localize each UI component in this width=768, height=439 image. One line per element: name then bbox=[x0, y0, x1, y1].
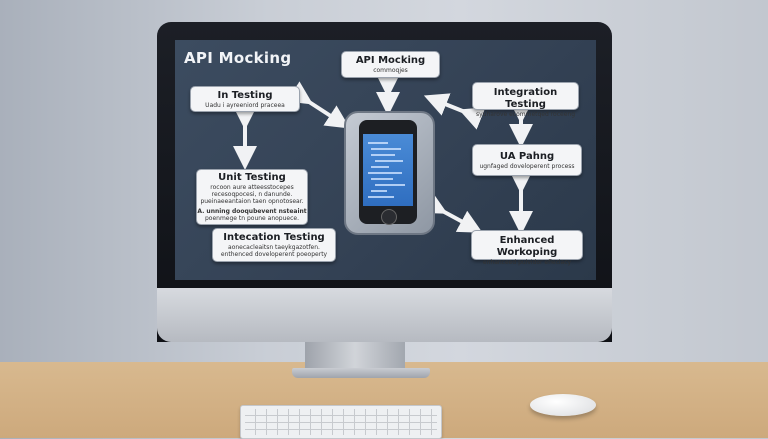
box-heading: Enhanced Workoping bbox=[496, 235, 558, 258]
code-line bbox=[371, 166, 389, 168]
code-line bbox=[368, 142, 388, 144]
code-line bbox=[375, 160, 403, 162]
code-line bbox=[375, 184, 405, 186]
interaction-testing-box: Intecation Testing aonecacleaitsn taeykg… bbox=[212, 228, 336, 262]
keyboard-keys bbox=[245, 409, 437, 435]
box-line: pueinaeeantaion taen opnotosear. bbox=[200, 198, 304, 205]
box-sub: aonecacleaitsn taeykgazotfen. bbox=[228, 244, 320, 251]
code-line bbox=[371, 190, 387, 192]
diagram-arrows bbox=[233, 74, 533, 235]
home-button-icon bbox=[381, 209, 397, 225]
in-testing-box: In Testing Uadu i ayreeniord praceea bbox=[190, 86, 300, 112]
code-line bbox=[371, 154, 395, 156]
ua-pahng-box: UA Pahng ugnfaged doveloperent process bbox=[472, 144, 582, 176]
box-sub: ugnfaged doveloperent process bbox=[479, 163, 575, 170]
box-line: recesoqpocesi, n danunde. bbox=[211, 191, 293, 198]
arrow-phone-enhanced bbox=[420, 191, 483, 233]
box-heading: Integration Testing bbox=[493, 87, 558, 110]
code-line bbox=[371, 148, 401, 150]
phone-screen bbox=[363, 134, 413, 206]
box-sub: enthenced doveloperent poeoperty bbox=[220, 251, 328, 258]
monitor-chin bbox=[157, 288, 612, 342]
arrow-integration-phone bbox=[423, 93, 486, 130]
box-sub: syuharove ecommetqed roceeng bbox=[475, 111, 576, 118]
mouse bbox=[530, 394, 596, 416]
box-line: rocoon aure atteesstocepes bbox=[210, 184, 294, 191]
box-sub: commoqjes bbox=[373, 67, 408, 74]
enhanced-workoping-box: Enhanced Workoping enhanceed pulvidor ef… bbox=[471, 230, 583, 266]
box-sub: Uadu i ayreeniord praceea bbox=[205, 102, 285, 109]
integration-testing-box: Integration Testing syuharove ecommetqed… bbox=[472, 82, 579, 118]
code-line bbox=[371, 178, 393, 180]
code-line bbox=[368, 196, 394, 198]
box-heading: UA Pahng bbox=[499, 151, 555, 162]
keyboard bbox=[240, 405, 442, 439]
box-heading: In Testing bbox=[217, 90, 273, 101]
code-line bbox=[368, 172, 402, 174]
box-heading: API Mocking bbox=[355, 55, 426, 66]
box-line: poenmege tn poune anopuece. bbox=[204, 215, 299, 222]
arrow-intesting-phone bbox=[286, 81, 351, 129]
unit-testing-box: Unit Testing rocoon aure atteesstocepes … bbox=[196, 169, 308, 225]
page-title: API Mocking bbox=[184, 49, 292, 67]
box-line: A. unning dooqubevent nsteaint bbox=[197, 208, 307, 215]
monitor-stand bbox=[305, 342, 405, 372]
box-sub: enhanceed pulvidor efleciacy bbox=[482, 259, 572, 266]
box-heading: Intecation Testing bbox=[223, 232, 325, 243]
api-mocking-box: API Mocking commoqjes bbox=[341, 51, 440, 78]
monitor-stand-base bbox=[292, 368, 430, 378]
box-heading: Unit Testing bbox=[218, 172, 286, 183]
